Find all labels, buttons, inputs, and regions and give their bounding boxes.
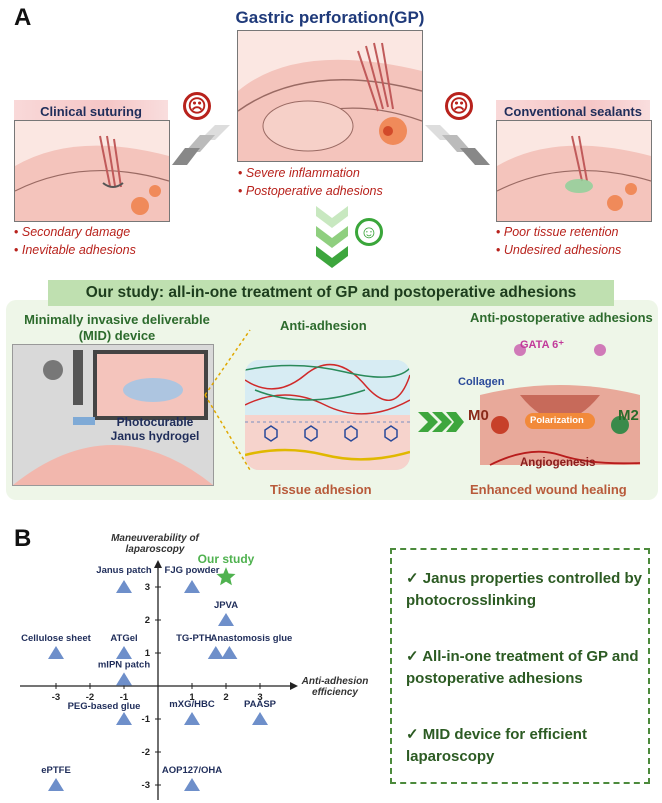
bullet-undesired-adhesions: Undesired adhesions [496, 241, 661, 259]
triangle-marker [116, 646, 132, 659]
check-icon: ✓ [406, 570, 423, 587]
point-label: PAASP [244, 699, 277, 710]
x-tick-label: 3 [257, 692, 262, 703]
point-label: ATGel [110, 633, 137, 644]
x-tick-label: -3 [52, 692, 60, 703]
point-label: TG-PTH [176, 633, 211, 644]
right-chevron-arrows-icon [425, 125, 490, 165]
y-axis-title: Maneuverability of laparoscopy [111, 533, 199, 555]
bullet-severe-inflammation: Severe inflammation [238, 164, 438, 182]
y-tick-label: 3 [145, 582, 150, 593]
zoom-guide-lines [204, 329, 251, 471]
bullet-poor-tissue-retention: Poor tissue retention [496, 223, 661, 241]
triangle-marker [221, 646, 238, 659]
x-axis-title: Anti-adhesion efficiency [301, 676, 369, 698]
conventional-sealants-illustration [496, 120, 652, 222]
triangle-marker [218, 613, 234, 626]
gastric-perforation-illustration [237, 30, 423, 162]
checklist-item: ✓ MID device for efficient laparoscopy [406, 726, 587, 765]
left-bullets: Secondary damage Inevitable adhesions [14, 223, 184, 259]
highlights-checklist: ✓ Janus properties controlled by photocr… [390, 548, 650, 784]
check-icon: ✓ [406, 726, 423, 743]
point-label: Our study [198, 552, 255, 566]
point-label: FJG powder [165, 565, 220, 576]
gp-title: Gastric perforation(GP) [235, 8, 425, 27]
point-label: Anastomosis glue [210, 633, 292, 644]
y-tick-label: -2 [142, 747, 150, 758]
tissue-adhesion-label: Tissue adhesion [270, 482, 372, 497]
x-tick-label: 2 [223, 692, 228, 703]
y-tick-label: 2 [145, 615, 150, 626]
panel-a-label: A [14, 4, 32, 31]
x-axis-arrow [290, 682, 298, 690]
point-label: AOP127/OHA [162, 765, 222, 776]
conventional-sealants-title: Conventional sealants [496, 100, 650, 123]
point-label: mIPN patch [98, 659, 150, 670]
bullet-inevitable-adhesions: Inevitable adhesions [14, 241, 184, 259]
y-tick-label: -3 [142, 780, 150, 791]
point-label: PEG-based glue [68, 701, 141, 712]
mid-device-title: Minimally invasive deliverable (MID) dev… [24, 312, 210, 343]
mid-device-illustration [12, 344, 214, 486]
panel-b-label: B [14, 525, 32, 552]
right-green-chevrons-icon [418, 412, 464, 432]
bullet-secondary-damage: Secondary damage [14, 223, 184, 241]
m2-label: M2 [618, 407, 639, 424]
m0-label: M0 [468, 407, 489, 424]
y-tick-label: -1 [142, 714, 151, 725]
angiogenesis-label: Angiogenesis [520, 457, 596, 469]
bullet-postoperative-adhesions: Postoperative adhesions [238, 182, 438, 200]
star-marker [216, 567, 236, 586]
point-label: ePTFE [41, 765, 71, 776]
wound-healing-label: Enhanced wound healing [470, 482, 627, 497]
triangle-marker [48, 646, 64, 659]
anti-adhesion-label: Anti-adhesion [280, 318, 367, 333]
triangle-marker [207, 646, 224, 659]
clinical-suturing-title: Clinical suturing [14, 100, 168, 123]
x-tick-label: 1 [189, 692, 195, 703]
polarization-label: Polarization [530, 415, 584, 426]
triangle-marker [48, 778, 64, 791]
triangle-marker [184, 778, 200, 791]
down-chevron-arrows-icon [316, 206, 348, 268]
frown-face-icon: ☹ [445, 92, 473, 120]
checklist-item: ✓ Janus properties controlled by photocr… [406, 570, 642, 609]
triangle-marker [184, 580, 200, 593]
wound-healing-illustration [470, 335, 650, 475]
point-label: Cellulose sheet [21, 633, 92, 644]
frown-face-icon: ☹ [183, 92, 211, 120]
collagen-label: Collagen [458, 376, 505, 388]
clinical-suturing-illustration [14, 120, 170, 222]
anti-postoperative-adhesions-label: Anti-postoperative adhesions [470, 310, 653, 325]
triangle-marker [116, 712, 132, 725]
triangle-marker [116, 580, 132, 593]
photocurable-hydrogel-label: Photocurable Janus hydrogel [110, 415, 200, 443]
gata6-label: GATA 6⁺ [520, 339, 565, 351]
checklist-item: ✓ All-in-one treatment of GP and postope… [406, 648, 639, 687]
point-label: JPVA [214, 600, 238, 611]
point-label: mXG/HBC [169, 699, 215, 710]
right-bullets: Poor tissue retention Undesired adhesion… [496, 223, 661, 259]
triangle-marker [184, 712, 200, 725]
triangle-marker [116, 672, 132, 686]
janus-hydrogel-network-illustration [245, 360, 410, 470]
study-banner: Our study: all-in-one treatment of GP an… [48, 280, 614, 306]
point-label: Janus patch [96, 565, 152, 576]
triangle-marker [252, 712, 268, 725]
x-tick-label: -2 [86, 692, 94, 703]
y-tick-label: 1 [145, 648, 151, 659]
x-tick-label: -1 [120, 692, 129, 703]
y-axis-arrow [154, 560, 162, 568]
check-icon: ✓ [406, 648, 423, 665]
smile-face-icon: ☺ [355, 218, 383, 246]
center-bullets: Severe inflammation Postoperative adhesi… [238, 164, 438, 200]
left-chevron-arrows-icon [172, 125, 230, 165]
